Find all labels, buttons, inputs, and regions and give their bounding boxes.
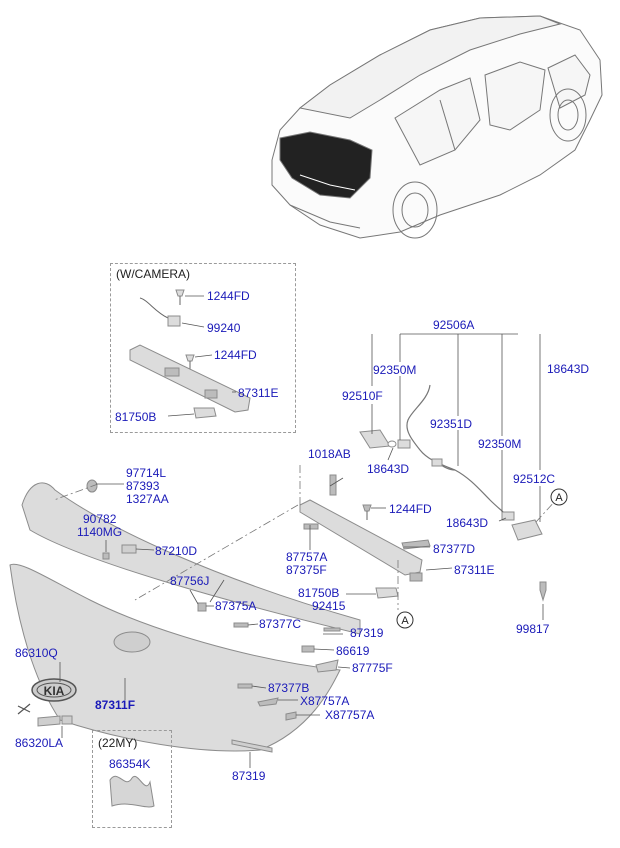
part-label-87375a[interactable]: 87375A: [215, 599, 257, 613]
camera-box-parts: [129, 289, 251, 419]
harness-leaders: [371, 333, 541, 522]
camera-module-icon: [167, 315, 181, 327]
part-label-87377c[interactable]: 87377C: [259, 617, 302, 631]
part-label-18643d[interactable]: 18643D: [367, 462, 410, 476]
part-label-1327aa[interactable]: 1327AA: [126, 492, 169, 506]
part-label-87377d[interactable]: 87377D: [433, 542, 476, 556]
part-label-x87757a[interactable]: X87757A: [300, 694, 350, 708]
part-label-97714l[interactable]: 97714L: [126, 466, 167, 480]
tailgate-spoiler-panel: [21, 482, 361, 635]
svg-text:KIA: KIA: [44, 684, 65, 698]
emblem-lettering-icon: [109, 775, 155, 808]
part-label-87319[interactable]: 87319: [350, 626, 384, 640]
part-label-1244fd[interactable]: 1244FD: [214, 348, 257, 362]
dash-dot-lines: [53, 463, 557, 610]
license-bracket-icon: [129, 344, 251, 413]
connector-bracket-icon: [359, 429, 391, 449]
tailgate-parts: [9, 474, 547, 808]
part-label-92415[interactable]: 92415: [312, 599, 346, 613]
part-label-99240[interactable]: 99240: [207, 321, 241, 335]
tailgate-garnish-panel: [9, 563, 341, 752]
part-label-1244fd[interactable]: 1244FD: [207, 289, 250, 303]
part-label-87377b[interactable]: 87377B: [268, 681, 310, 695]
part-label-92350m[interactable]: 92350M: [373, 363, 417, 377]
part-label-87210d[interactable]: 87210D: [155, 544, 198, 558]
vehicle-illustration: [271, 15, 603, 239]
part-label-99817[interactable]: 99817: [516, 622, 550, 636]
bolt-icon: [539, 581, 547, 602]
part-label-86310q[interactable]: 86310Q: [15, 646, 58, 660]
part-label-87319[interactable]: 87319: [232, 769, 266, 783]
bolt-icon: [175, 289, 185, 297]
part-label-1018ab[interactable]: 1018AB: [308, 447, 351, 461]
connector-icon: [501, 511, 515, 521]
part-label-87311e[interactable]: 87311E: [454, 563, 495, 577]
part-label-87375f[interactable]: 87375F: [286, 563, 327, 577]
bolt-icon: [329, 474, 337, 496]
part-label-18643d[interactable]: 18643D: [446, 516, 489, 530]
license-lamp-icon: [193, 407, 217, 419]
part-label-90782[interactable]: 90782: [83, 512, 117, 526]
part-label-87311e[interactable]: 87311E: [238, 386, 279, 400]
camera-box-leaders: [167, 295, 236, 417]
connector-bracket-icon: [511, 519, 543, 541]
part-label-92350m[interactable]: 92350M: [478, 437, 522, 451]
tailgate-leaders: [59, 477, 544, 768]
part-label-86354k[interactable]: 86354K: [109, 757, 151, 771]
22my-variant-box: [92, 730, 172, 828]
part-label-87311f[interactable]: 87311F: [95, 698, 136, 712]
part-label-18643d[interactable]: 18643D: [547, 362, 590, 376]
license-lamp-icon: [375, 587, 399, 599]
part-label-81750b[interactable]: 81750B: [115, 410, 157, 424]
part-label-81750b[interactable]: 81750B: [298, 586, 340, 600]
part-label-92510f[interactable]: 92510F: [342, 389, 383, 403]
part-label-87757a[interactable]: 87757A: [286, 550, 328, 564]
wiring-harness: [406, 384, 513, 521]
kia-logo-emblem: KIA: [17, 678, 77, 715]
connector-icon: [397, 439, 411, 449]
license-bracket-icon: [299, 499, 423, 576]
camera-variant-box: [110, 263, 296, 433]
part-label-1140mg[interactable]: 1140MG: [77, 525, 123, 539]
harness-parts: [359, 429, 543, 541]
part-label-1244fd[interactable]: 1244FD: [389, 502, 432, 516]
22my-variant-caption: (22MY): [98, 736, 138, 750]
part-label-87756j[interactable]: 87756J: [170, 574, 210, 588]
bolt-icon: [185, 354, 195, 362]
part-label-86619[interactable]: 86619: [336, 644, 370, 658]
camera-variant-caption: (W/CAMERA): [116, 267, 190, 281]
part-label-92351d[interactable]: 92351D: [430, 417, 473, 431]
part-label-92512c[interactable]: 92512C: [513, 472, 556, 486]
part-label-87393[interactable]: 87393: [126, 479, 160, 493]
part-label-x87757a[interactable]: X87757A: [325, 708, 375, 722]
part-label-87775f[interactable]: 87775F: [352, 661, 393, 675]
part-label-92506a[interactable]: 92506A: [433, 318, 475, 332]
part-label-86320la[interactable]: 86320LA: [15, 736, 64, 750]
